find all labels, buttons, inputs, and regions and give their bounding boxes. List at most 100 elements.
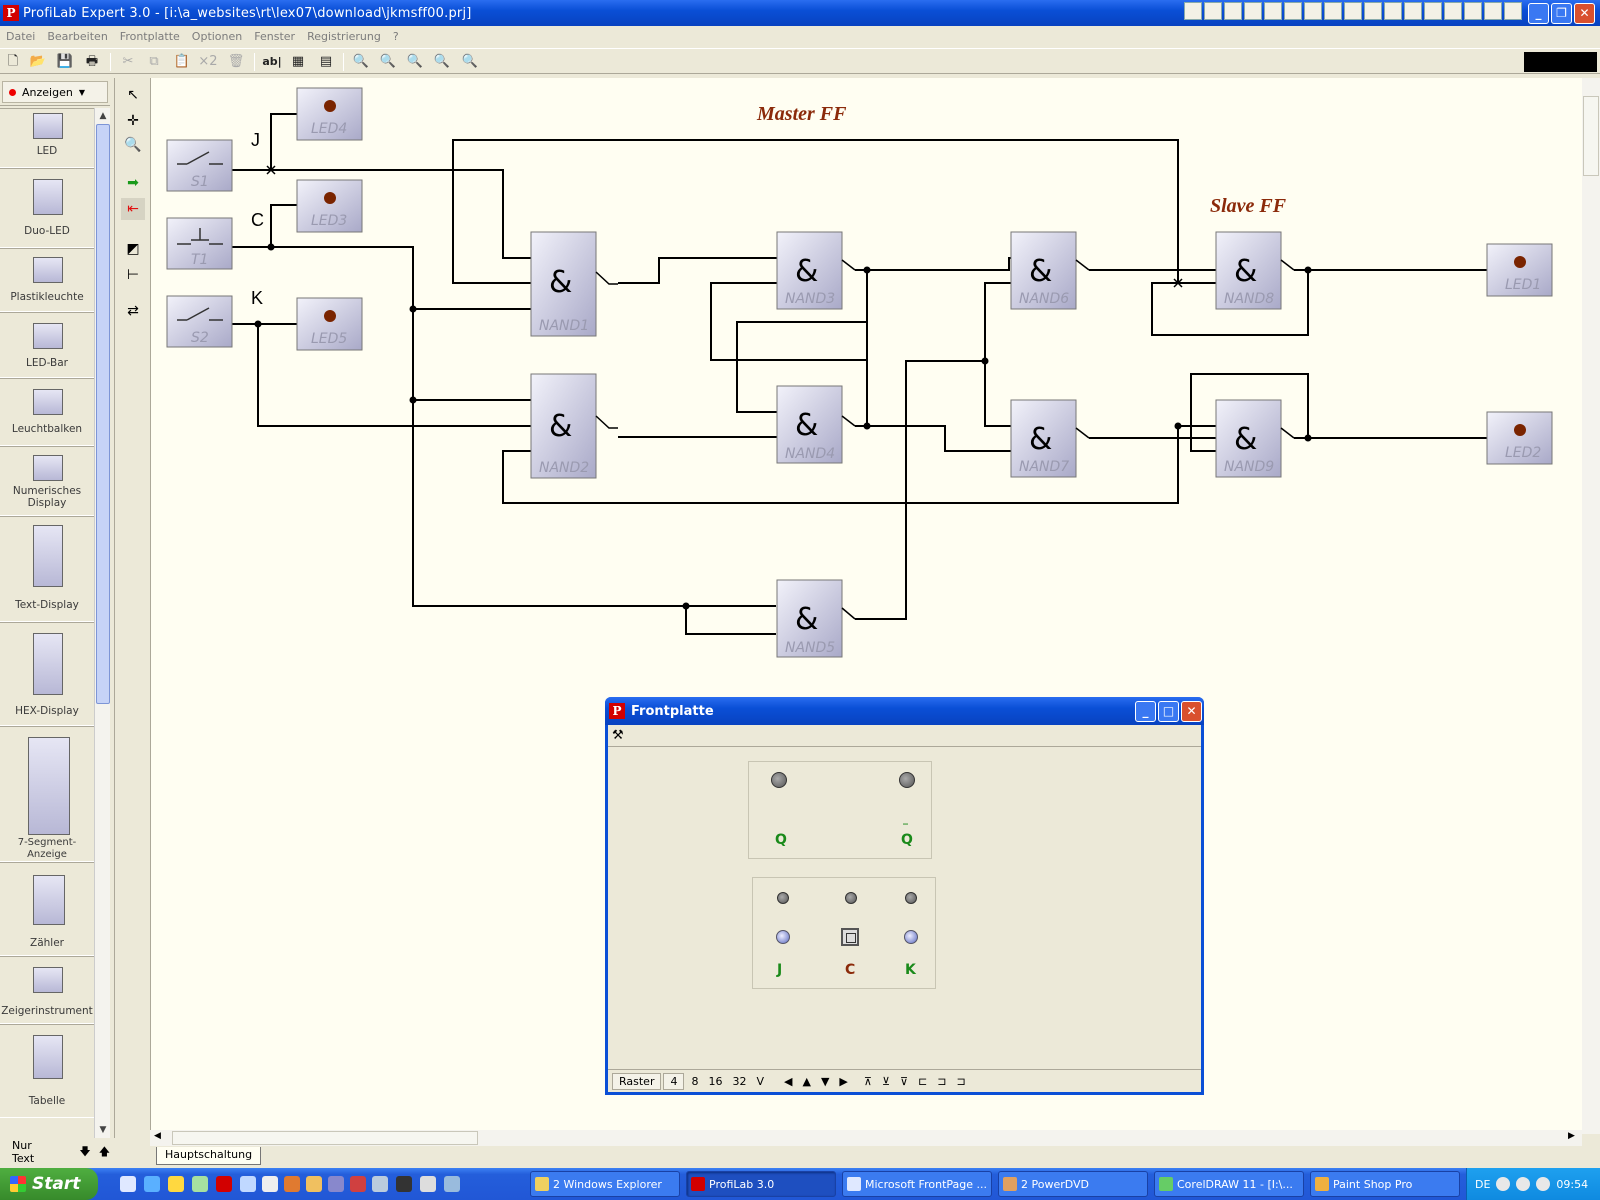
task-paint-shop-pro[interactable]: Paint Shop Pro — [1310, 1171, 1460, 1197]
canvas-horizontal-scrollbar[interactable]: ◀ ▶ — [150, 1130, 1582, 1146]
quicklaunch-app-icon[interactable] — [262, 1176, 278, 1192]
align-center-icon[interactable]: ⊐ — [937, 1074, 947, 1088]
zoom-fit-icon[interactable]: 🔍 — [433, 54, 451, 69]
scroll-right-icon[interactable]: ▶ — [1568, 1131, 1575, 1141]
horizontal-scroll-thumb[interactable] — [172, 1131, 478, 1145]
menu-datei[interactable]: Datei — [6, 29, 36, 43]
move-right-icon[interactable]: ▶ — [839, 1074, 848, 1088]
zoom-out-icon[interactable]: 🔍 — [379, 54, 397, 69]
align-right-icon[interactable]: ⊐ — [956, 1074, 966, 1088]
stop-arrow-icon[interactable]: ⇤ — [121, 198, 145, 220]
tray-icon-10[interactable] — [1364, 2, 1382, 20]
print-icon[interactable]: 🖶 — [85, 54, 99, 69]
start-button[interactable]: Start — [0, 1168, 98, 1200]
led-led2[interactable]: LED2 — [1486, 411, 1553, 465]
switch-s1[interactable]: S1 — [166, 139, 233, 192]
zoom-icon[interactable]: 🔍 — [406, 54, 424, 69]
grid-8-button[interactable]: 8 — [691, 1074, 699, 1088]
close-button[interactable]: ✕ — [1574, 3, 1595, 24]
text-icon[interactable]: ab| — [262, 55, 282, 68]
palette-item-leuchtbalken[interactable]: Leuchtbalken — [0, 378, 94, 446]
open-icon[interactable]: 📂 — [29, 54, 47, 69]
tray-volume-icon[interactable] — [1536, 1177, 1551, 1191]
grid-icon[interactable]: ▦ — [291, 54, 305, 69]
arrow-up-icon[interactable]: 🡅 — [98, 1144, 110, 1158]
palette-item-text-display[interactable]: Text-Display — [0, 516, 94, 622]
palette-item-zeigerinstrument[interactable]: Zeigerinstrument — [0, 956, 94, 1024]
task-windows-explorer[interactable]: 2 Windows Explorer — [530, 1171, 680, 1197]
quicklaunch-app-icon[interactable] — [192, 1176, 208, 1192]
language-indicator[interactable]: DE — [1475, 1177, 1491, 1191]
grid-16-button[interactable]: 16 — [708, 1074, 723, 1088]
quicklaunch-app-icon[interactable] — [168, 1176, 184, 1192]
minimize-button[interactable]: _ — [1528, 3, 1549, 24]
grid-4-button[interactable]: 4 — [663, 1072, 685, 1090]
tray-icon-3[interactable] — [1224, 2, 1242, 20]
table-icon[interactable]: ▤ — [319, 54, 333, 69]
palette-scroll-thumb[interactable] — [96, 124, 110, 704]
align-middle-icon[interactable]: ⊻ — [881, 1074, 891, 1088]
palette-item-tabelle[interactable]: Tabelle — [0, 1024, 94, 1118]
quicklaunch-ie-icon[interactable] — [144, 1176, 160, 1192]
zoom-reset-icon[interactable]: 🔍 — [461, 54, 479, 69]
tray-icon-15[interactable] — [1464, 2, 1482, 20]
c-pushbutton[interactable] — [841, 928, 859, 946]
tray-globe-icon[interactable] — [1516, 1177, 1531, 1191]
align-bottom-icon[interactable]: ⊽ — [900, 1074, 909, 1088]
switch-s2[interactable]: S2 — [166, 295, 233, 348]
quicklaunch-app-icon[interactable] — [372, 1176, 388, 1192]
quicklaunch-app-icon[interactable] — [284, 1176, 300, 1192]
menu-frontplatte[interactable]: Frontplatte — [119, 29, 180, 43]
tray-icon-5[interactable] — [1264, 2, 1282, 20]
tray-icon-13[interactable] — [1424, 2, 1442, 20]
quicklaunch-app-icon[interactable] — [350, 1176, 366, 1192]
tray-icon-4[interactable] — [1244, 2, 1262, 20]
palette-item-7-segment-anzeige[interactable]: 7-Segment-Anzeige — [0, 726, 94, 862]
frontplatte-maximize-button[interactable]: □ — [1158, 701, 1179, 722]
tray-icon-1[interactable] — [1184, 2, 1202, 20]
arrow-down-icon[interactable]: 🡇 — [79, 1144, 91, 1158]
palette-item-led[interactable]: LED — [0, 108, 94, 168]
led-led4[interactable]: LED4 — [296, 87, 363, 141]
menu-optionen[interactable]: Optionen — [191, 29, 243, 43]
zoom-tool-icon[interactable]: 🔍 — [124, 137, 142, 153]
gate-nand9[interactable]: & NAND9 — [1215, 399, 1295, 478]
tools-icon[interactable]: ⚒ — [612, 728, 624, 743]
canvas-vertical-scrollbar[interactable] — [1582, 78, 1600, 1134]
tray-icon-9[interactable] — [1344, 2, 1362, 20]
maximize-button[interactable]: ❐ — [1551, 3, 1572, 24]
run-arrow-icon[interactable]: ➡ — [127, 175, 139, 191]
palette-category-dropdown[interactable]: Anzeigen ▼ — [2, 81, 108, 103]
select-pointer-icon[interactable]: ↖ — [127, 87, 139, 103]
cut-icon[interactable]: ✂ — [122, 54, 134, 69]
scroll-down-icon[interactable]: ▼ — [99, 1125, 107, 1135]
button-t1[interactable]: T1 — [166, 217, 233, 270]
connector-tool-icon[interactable]: ⊢ — [126, 267, 140, 283]
gate-nand5[interactable]: & NAND5 — [776, 579, 856, 658]
gate-nand2[interactable]: & NAND2 — [530, 373, 618, 479]
tray-network-icon[interactable] — [1496, 1177, 1511, 1191]
tray-icon-12[interactable] — [1404, 2, 1422, 20]
led-led1[interactable]: LED1 — [1486, 243, 1553, 297]
move-left-icon[interactable]: ◀ — [784, 1074, 793, 1088]
gate-nand7[interactable]: & NAND7 — [1010, 399, 1090, 478]
quicklaunch-profilab-icon[interactable] — [216, 1176, 232, 1192]
tray-icon-2[interactable] — [1204, 2, 1222, 20]
task-profilab[interactable]: ProfiLab 3.0 — [686, 1171, 836, 1197]
new-icon[interactable]: 🗋 — [7, 54, 19, 69]
grid-v-button[interactable]: V — [756, 1074, 765, 1088]
wire-node-icon[interactable]: ✛ — [127, 113, 139, 129]
menu-fenster[interactable]: Fenster — [254, 29, 296, 43]
led-led5[interactable]: LED5 — [296, 297, 363, 351]
save-icon[interactable]: 💾 — [56, 54, 74, 69]
palette-item-numerisches-display[interactable]: Numerisches Display — [0, 446, 94, 516]
palette-item-plastikleuchte[interactable]: Plastikleuchte — [0, 248, 94, 312]
clock[interactable]: 09:54 — [1556, 1177, 1589, 1191]
menu-bearbeiten[interactable]: Bearbeiten — [47, 29, 108, 43]
quicklaunch-app-icon[interactable] — [444, 1176, 460, 1192]
palette-item-duo-led[interactable]: Duo-LED — [0, 168, 94, 248]
task-coreldraw[interactable]: CorelDRAW 11 - [I:\... — [1154, 1171, 1304, 1197]
frontplatte-minimize-button[interactable]: _ — [1135, 701, 1156, 722]
palette-item-zaehler[interactable]: Zähler — [0, 862, 94, 956]
palette-scrollbar[interactable]: ▲ ▼ — [94, 108, 110, 1138]
